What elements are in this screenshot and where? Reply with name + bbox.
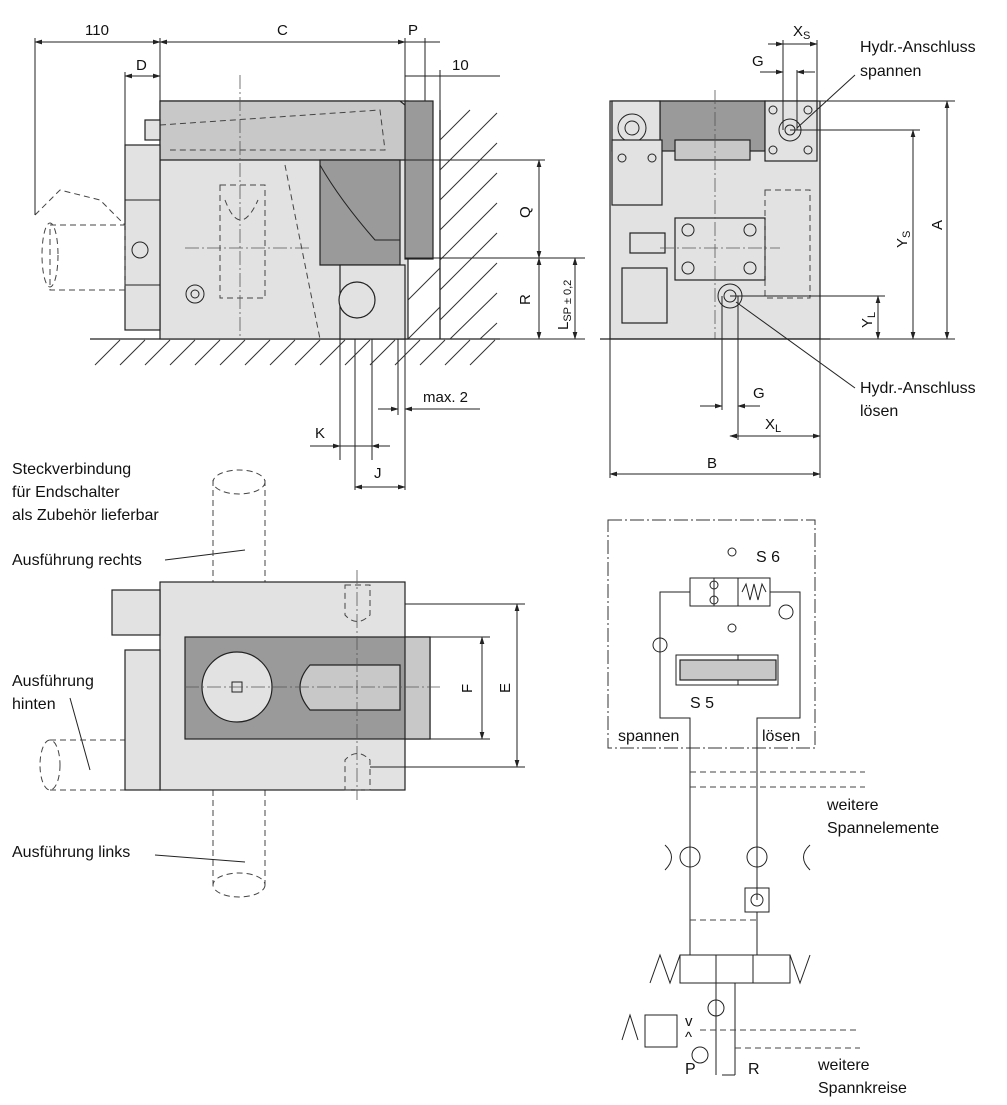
label-links: Ausführung links xyxy=(12,844,130,861)
label-steck-3: als Zubehör lieferbar xyxy=(12,507,159,524)
dim-B: B xyxy=(707,455,717,472)
schem-weitere-1: weitere xyxy=(826,797,879,814)
side-view: 110 C P 10 D Q R LSP ± 0,2 K J max. 2 xyxy=(34,22,585,490)
hydraulic-schematic: S 6 S 5 spannen lösen weitere Spanneleme… xyxy=(607,519,939,1097)
dim-G-bottom: G xyxy=(753,385,765,402)
schem-spannen: spannen xyxy=(618,728,679,745)
svg-text:LSP ± 0,2: LSP ± 0,2 xyxy=(555,280,574,330)
clamp-port-block xyxy=(764,100,818,162)
dim-E: E xyxy=(497,683,514,693)
ground-hatch xyxy=(94,339,496,366)
schem-S6: S 6 xyxy=(756,549,780,566)
dim-YL: Y xyxy=(859,318,876,328)
schem-R: R xyxy=(748,1061,760,1078)
schem-weitere-3: weitere xyxy=(817,1057,870,1074)
dim-Xs: X xyxy=(793,23,803,40)
label-rechts: Ausführung rechts xyxy=(12,552,142,569)
label-hydr-loesen-1: Hydr.-Anschluss xyxy=(860,380,976,397)
dim-XL: X xyxy=(765,416,775,433)
dim-max2: max. 2 xyxy=(423,389,468,406)
svg-text:YL: YL xyxy=(859,312,878,328)
label-hinten-2: hinten xyxy=(12,696,56,713)
label-steck-2: für Endschalter xyxy=(12,484,120,501)
dim-K: K xyxy=(315,425,325,442)
wall-hatch xyxy=(407,109,498,340)
dim-110: 110 xyxy=(85,22,109,39)
clamp-arm xyxy=(159,100,431,161)
dim-Lsp-sub: SP ± 0,2 xyxy=(562,280,574,322)
label-hydr-spannen-1: Hydr.-Anschluss xyxy=(860,39,976,56)
top-view: Steckverbindung für Endschalter als Zube… xyxy=(12,461,525,898)
dim-A: A xyxy=(929,220,946,230)
schem-v: v xyxy=(685,1013,693,1030)
dim-J: J xyxy=(374,465,382,482)
front-view: B A YS YL XS G G XL Hydr xyxy=(600,23,976,478)
dim-10: 10 xyxy=(452,57,469,74)
dim-C: C xyxy=(277,22,288,39)
schem-P: P xyxy=(685,1061,696,1078)
svg-text:XL: XL xyxy=(765,416,781,435)
schem-weitere-4: Spannkreise xyxy=(818,1080,907,1097)
dim-Ys: Y xyxy=(894,238,911,248)
dim-D: D xyxy=(136,57,147,74)
label-steck-1: Steckverbindung xyxy=(12,461,131,478)
dim-F: F xyxy=(459,684,476,693)
dim-Lsp: L xyxy=(555,322,572,330)
schem-S5: S 5 xyxy=(690,695,714,712)
dim-Xs-sub: S xyxy=(803,30,810,42)
schem-loesen: lösen xyxy=(762,728,800,745)
port-circle xyxy=(338,281,376,319)
dim-R: R xyxy=(517,294,534,305)
dim-P: P xyxy=(408,22,418,39)
svg-text:XS: XS xyxy=(793,23,810,42)
schem-caret: ^ xyxy=(685,1029,692,1046)
dim-XL-sub: L xyxy=(775,423,781,435)
svg-text:YS: YS xyxy=(894,231,913,248)
dim-G-top: G xyxy=(752,53,764,70)
dim-Q: Q xyxy=(517,206,534,218)
label-hydr-loesen-2: lösen xyxy=(860,403,898,420)
label-hydr-spannen-2: spannen xyxy=(860,63,921,80)
limit-switch xyxy=(124,144,161,331)
wedge xyxy=(319,159,401,266)
label-hinten-1: Ausführung xyxy=(12,673,94,690)
dim-YL-sub: L xyxy=(866,312,878,318)
dim-Ys-sub: S xyxy=(901,231,913,238)
clamp-jaw xyxy=(404,100,434,260)
schem-weitere-2: Spannelemente xyxy=(827,820,939,837)
